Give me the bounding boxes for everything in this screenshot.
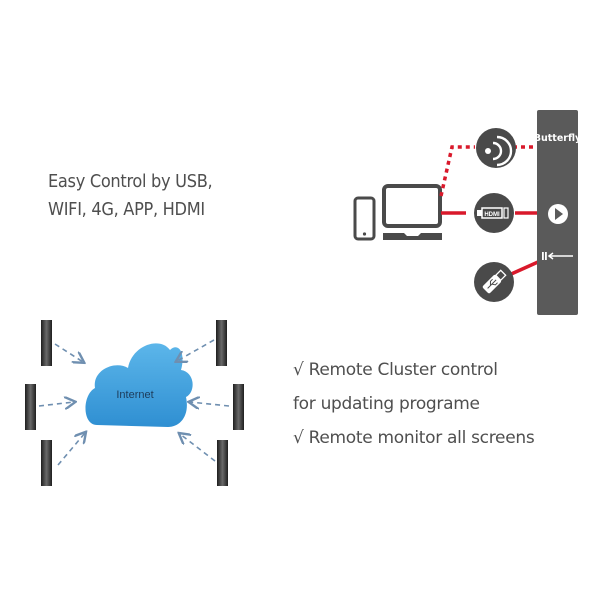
arrow xyxy=(54,343,83,362)
feature-item: √ Remote monitor all screens xyxy=(293,428,535,448)
feature-item: √ Remote Cluster control xyxy=(293,360,498,380)
arrow xyxy=(190,402,230,406)
headline-line-1: Easy Control by USB, xyxy=(48,171,213,192)
led-screen xyxy=(25,384,36,430)
smartphone-icon xyxy=(353,196,376,241)
headline-line-2: WIFI, 4G, APP, HDMI xyxy=(48,199,205,220)
butterfly-panel: Butterfly xyxy=(534,110,582,315)
usb-port-icon xyxy=(542,252,573,260)
usb-link xyxy=(508,260,539,277)
laptop-icon xyxy=(382,184,442,240)
led-screen xyxy=(41,320,52,366)
headline: Easy Control by USB, WIFI, 4G, APP, HDMI xyxy=(48,168,213,224)
arrow xyxy=(38,402,74,406)
led-screen xyxy=(217,440,228,486)
arrow xyxy=(177,339,215,361)
hdmi-icon-text: HDMI xyxy=(484,212,500,218)
feature-list: √ Remote Cluster control for updating pr… xyxy=(293,353,535,455)
feature-item: for updating programe xyxy=(293,394,480,414)
butterfly-label: Butterfly xyxy=(534,133,582,144)
usb-icon xyxy=(474,262,514,302)
internet-cloud: Internet xyxy=(85,343,193,427)
play-icon xyxy=(548,204,568,224)
arrow xyxy=(180,434,216,462)
led-screen xyxy=(216,320,227,366)
hdmi-icon: HDMI xyxy=(474,193,514,233)
arrow xyxy=(57,433,85,466)
cloud-label: Internet xyxy=(116,389,153,401)
led-screen xyxy=(233,384,244,430)
wifi-link xyxy=(439,145,538,197)
led-screen xyxy=(41,440,52,486)
wifi-icon xyxy=(476,128,516,168)
